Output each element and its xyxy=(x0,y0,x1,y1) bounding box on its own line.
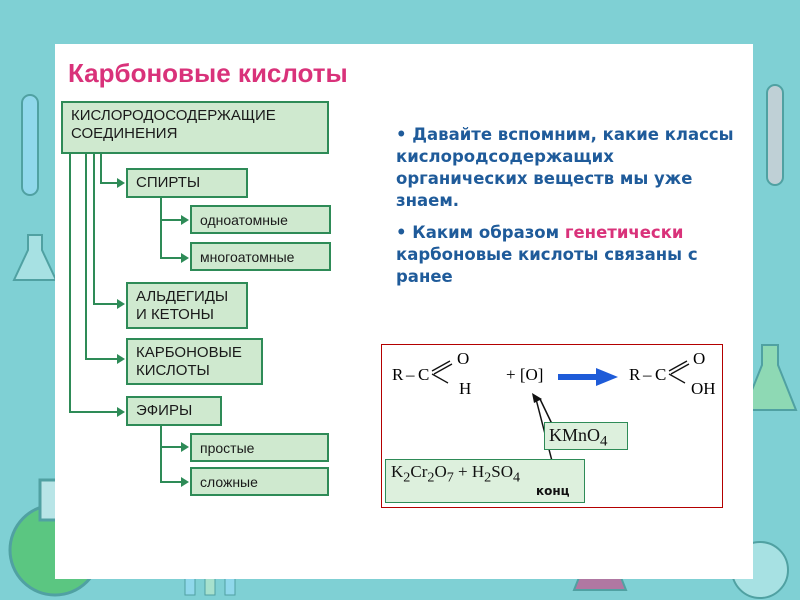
sulfuric-h: + H xyxy=(453,462,485,481)
flask-decoration-icon xyxy=(742,344,798,411)
monohydric-box: одноатомные xyxy=(190,205,331,234)
connector-line xyxy=(93,303,118,305)
question-1: • Давайте вспомним, какие классы кислоро… xyxy=(396,124,748,212)
dichromate-cr-sub: 2 xyxy=(427,469,435,486)
question-2: • Каким образом генетически карбоновые к… xyxy=(396,222,748,288)
dichromate-o: O xyxy=(434,462,447,481)
connector-line xyxy=(69,154,71,412)
slide-title: Карбоновые кислоты xyxy=(68,58,348,88)
question-2-highlight: генетически xyxy=(564,223,684,242)
aldehyde-bonds-icon xyxy=(431,360,453,384)
dichromate-cr: Cr xyxy=(410,462,428,481)
dichromate-box: K2Cr2O7 + H2SO4 конц xyxy=(385,459,585,503)
question-2-text-a: Каким образом xyxy=(412,223,565,242)
connector-line xyxy=(69,411,118,413)
connector-line xyxy=(85,358,118,360)
simple-ethers-box: простые xyxy=(190,433,329,462)
reactant-r: R xyxy=(392,365,404,384)
connector-line xyxy=(160,426,162,482)
complex-label: сложные xyxy=(200,474,258,490)
reactant-c: C xyxy=(418,365,430,384)
concentrated-label: конц xyxy=(536,484,570,498)
sulfuric-so-sub: 4 xyxy=(512,469,521,486)
test-tube-decoration-icon xyxy=(21,94,39,196)
carboxylic-label-line2: КИСЛОТЫ xyxy=(136,362,210,379)
connector-line xyxy=(100,182,118,184)
connector-line xyxy=(160,446,182,448)
questions-text: • Давайте вспомним, какие классы кислоро… xyxy=(396,124,748,298)
product-o: O xyxy=(693,349,706,368)
alcohols-label: СПИРТЫ xyxy=(136,174,201,191)
arrow-icon xyxy=(181,477,189,487)
arrow-icon xyxy=(181,215,189,225)
product-oh: OH xyxy=(691,379,716,398)
flask-decoration-icon xyxy=(12,234,58,281)
bullet: • xyxy=(396,125,407,144)
root-box: КИСЛОРОДОСОДЕРЖАЩИЕ СОЕДИНЕНИЯ xyxy=(61,101,329,154)
arrow-icon xyxy=(181,253,189,263)
bullet: • xyxy=(396,223,407,242)
ethers-label: ЭФИРЫ xyxy=(136,402,193,419)
sulfuric-h-sub: 2 xyxy=(484,469,492,486)
simple-label: простые xyxy=(200,440,255,456)
ethers-box: ЭФИРЫ xyxy=(126,396,222,426)
connector-line xyxy=(160,257,182,259)
arrow-icon xyxy=(117,407,125,417)
kmno4-box: KMnO4 xyxy=(544,422,628,450)
reaction-box: R – C O H + [O] R – C O OH KMnO4 K2Cr2O7… xyxy=(381,344,723,508)
aldehydes-label-line2: И КЕТОНЫ xyxy=(136,306,214,323)
root-label: КИСЛОРОДОСОДЕРЖАЩИЕ СОЕДИНЕНИЯ xyxy=(71,107,276,142)
arrow-icon xyxy=(181,442,189,452)
connector-line xyxy=(160,198,162,258)
polyhydric-label: многоатомные xyxy=(200,249,295,265)
reaction-arrow-icon xyxy=(558,368,618,386)
reactant-o: O xyxy=(457,349,470,368)
reactant-dash: – xyxy=(406,365,415,384)
question-1-text: Давайте вспомним, какие классы кислородс… xyxy=(396,125,734,210)
dichromate-o-sub: 7 xyxy=(446,469,454,486)
carboxylic-label-line1: КАРБОНОВЫЕ xyxy=(136,344,242,361)
connector-line xyxy=(160,219,182,221)
aldehydes-box: АЛЬДЕГИДЫ И КЕТОНЫ xyxy=(126,282,248,329)
product-dash: – xyxy=(643,365,652,384)
product-r: R xyxy=(629,365,641,384)
alcohols-box: СПИРТЫ xyxy=(126,168,248,198)
aldehydes-label-line1: АЛЬДЕГИДЫ xyxy=(136,288,229,305)
connector-line xyxy=(93,154,95,304)
kmno4-subscript: 4 xyxy=(600,433,608,450)
test-tube-decoration-icon xyxy=(766,84,784,186)
kmno4-formula: KMnO xyxy=(549,425,601,445)
complex-esters-box: сложные xyxy=(190,467,329,496)
question-2-text-b: карбоновые кислоты связаны с ранее xyxy=(396,245,698,286)
monohydric-label: одноатомные xyxy=(200,212,288,228)
reactant-h: H xyxy=(459,379,472,398)
polyhydric-box: многоатомные xyxy=(190,242,331,271)
carboxylic-acids-box: КАРБОНОВЫЕ КИСЛОТЫ xyxy=(126,338,263,385)
arrow-icon xyxy=(117,178,125,188)
connector-line xyxy=(160,481,182,483)
connector-line xyxy=(85,154,87,359)
arrow-icon xyxy=(117,299,125,309)
acid-bonds-icon xyxy=(668,360,690,384)
product-c: C xyxy=(655,365,667,384)
dichromate-k-sub: 2 xyxy=(403,469,411,486)
sulfuric-so: SO xyxy=(491,462,513,481)
arrow-icon xyxy=(117,354,125,364)
connector-line xyxy=(100,154,102,183)
oxidant-plus-o: + [O] xyxy=(506,365,544,384)
dichromate-k: K xyxy=(391,462,404,481)
